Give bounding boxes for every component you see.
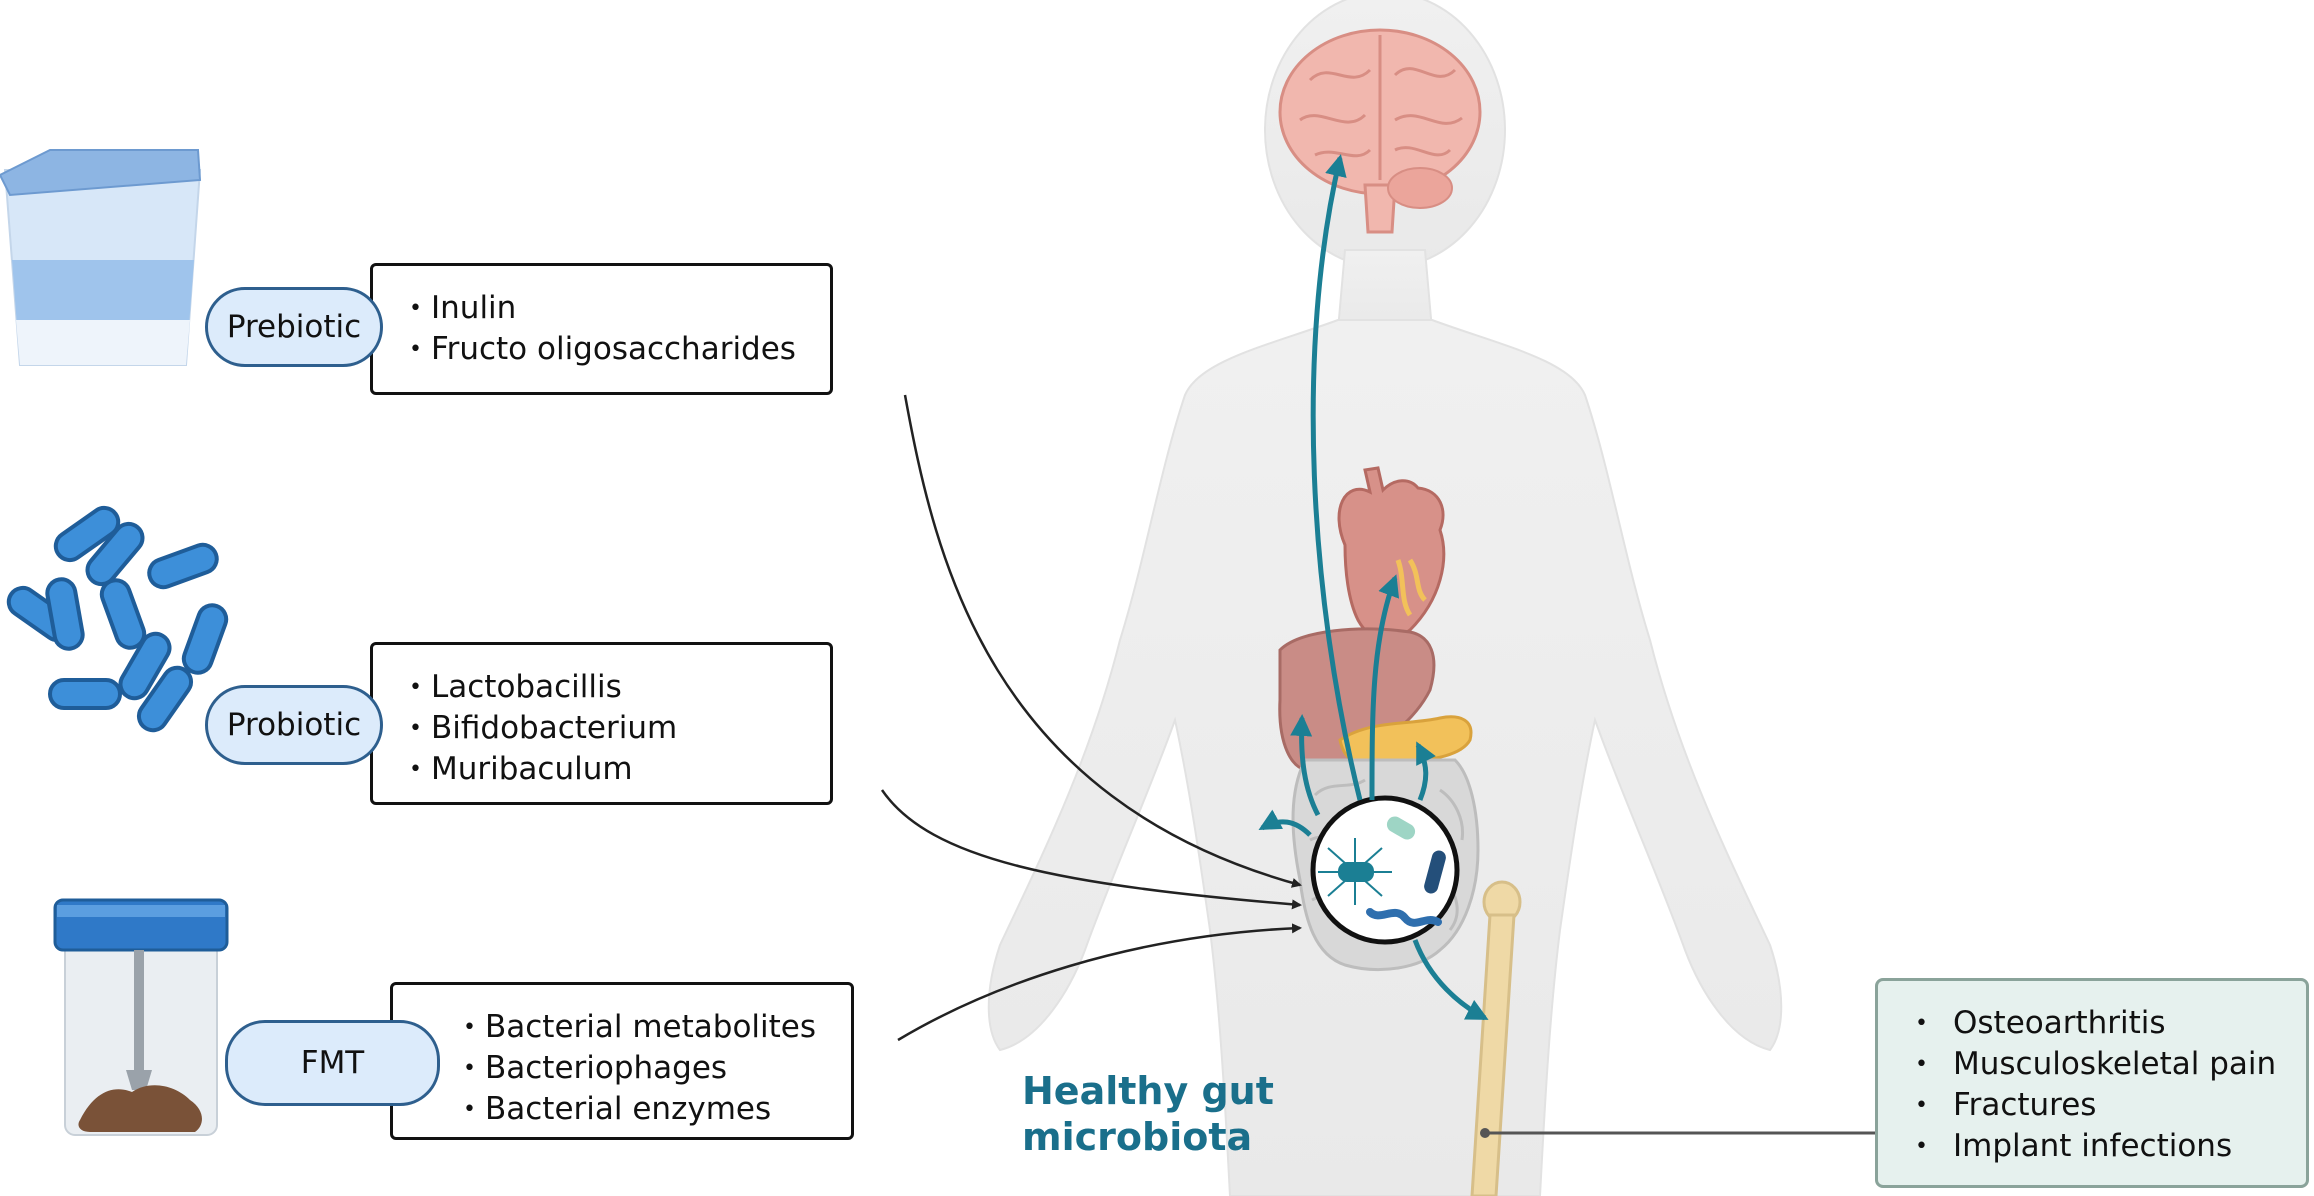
fmt-pill: FMT [225,1020,440,1106]
probiotic-pill: Probiotic [205,685,383,765]
list-item: Osteoarthritis [1915,1003,2306,1044]
effects-box: Osteoarthritis Musculoskeletal pain Frac… [1875,978,2309,1188]
title-line-2: microbiota [1022,1115,1253,1159]
healthy-gut-microbiota-title: Healthy gut microbiota [1022,1068,1274,1160]
fmt-list: Bacterial metabolites Bacteriophages Bac… [463,1007,831,1130]
arrow-gut-pancreas [1415,741,1436,801]
probiotic-box: Lactobacillis Bifidobacterium Muribaculu… [370,642,833,805]
list-item: Bifidobacterium [409,708,810,749]
arrow-gut-bone [1412,939,1489,1021]
arrow-gut-heart [1369,574,1400,801]
fmt-box: Bacterial metabolites Bacteriophages Bac… [390,982,854,1140]
arrow-fmt [897,923,1302,1042]
title-line-1: Healthy gut [1022,1069,1274,1113]
arrow-gut-left [1258,809,1312,837]
femur-bone [1470,880,1522,1196]
effects-list: Osteoarthritis Musculoskeletal pain Frac… [1915,1003,2306,1167]
brain [1278,28,1482,234]
list-item: Bacterial metabolites [463,1007,831,1048]
probiotic-list: Lactobacillis Bifidobacterium Muribaculu… [409,667,810,790]
arrow-gut-brain [1310,154,1363,801]
list-item: Inulin [409,288,810,329]
sample-jar-icon [53,898,229,1136]
prebiotic-box: Inulin Fructo oligosaccharides [370,263,833,395]
prebiotic-pill: Prebiotic [205,287,383,367]
list-item: Lactobacillis [409,667,810,708]
list-item: Muribaculum [409,749,810,790]
prebiotic-list: Inulin Fructo oligosaccharides [409,288,810,370]
heart [1337,466,1446,641]
list-item: Musculoskeletal pain [1915,1044,2306,1085]
list-item: Implant infections [1915,1126,2306,1167]
arrow-prebiotic [903,394,1302,888]
list-item: Fractures [1915,1085,2306,1126]
list-item: Bacterial enzymes [463,1089,831,1130]
yogurt-cup-icon [0,149,202,366]
arrow-probiotic [880,789,1302,910]
microbiota-circle [1310,795,1460,945]
list-item: Bacteriophages [463,1048,831,1089]
list-item: Fructo oligosaccharides [409,329,810,370]
liver [1278,627,1436,772]
arrow-gut-liver [1290,714,1321,817]
bacteria-cluster-icon [6,505,229,733]
